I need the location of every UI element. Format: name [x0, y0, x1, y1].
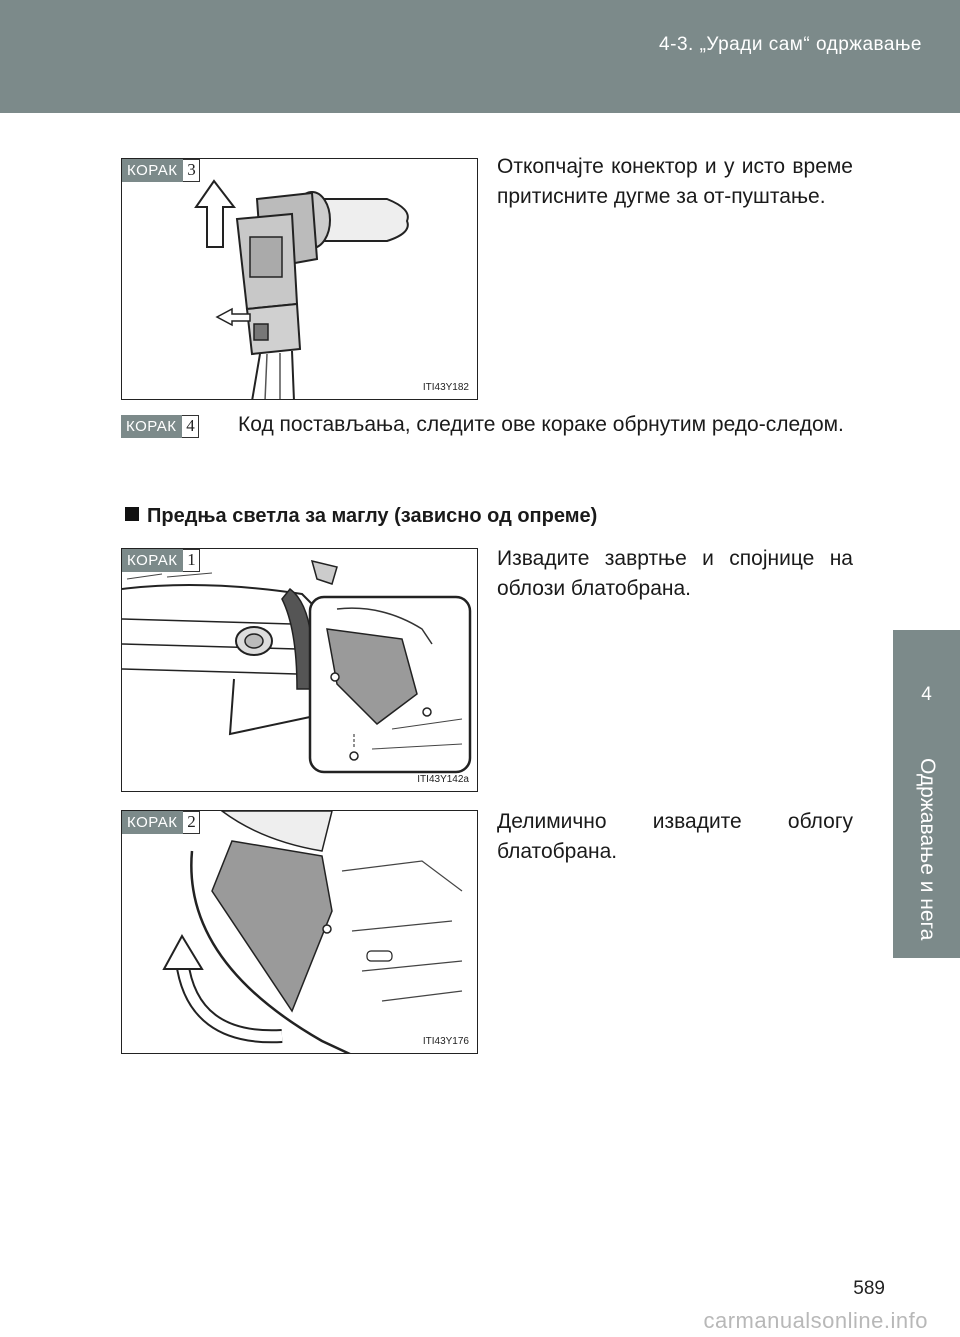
chapter-label: Одржавање и нега [916, 758, 939, 941]
step-4-badge: КОРАК 4 [121, 415, 200, 438]
step-3-text: Откопчајте конектор и у исто време прити… [497, 155, 853, 208]
bulb-connector-illustration [194, 179, 409, 399]
figure-fender-liner: КОРАК 2 ITI43Y176 [121, 810, 478, 1054]
figure-code: ITI43Y182 [422, 382, 469, 393]
step-word: КОРАК [122, 159, 184, 182]
figure-code: ITI43Y142a [417, 774, 469, 785]
page-number: 589 [853, 1278, 885, 1299]
chapter-title: 4-3. „Уради сам“ одржавање [659, 34, 922, 55]
figure-code: ITI43Y176 [422, 1036, 469, 1047]
step-2-badge: КОРАК 2 [122, 811, 201, 834]
step-4-text: Код постављања, следите ове кораке обрну… [238, 413, 844, 436]
step-1-badge: КОРАК 1 [122, 549, 201, 572]
step-word: КОРАК [122, 549, 184, 572]
section-heading-text: Предња светла за маглу (зависно од опрем… [147, 505, 598, 527]
chapter-number: 4 [921, 684, 932, 705]
step-word: КОРАК [122, 811, 184, 834]
step-number: 1 [183, 549, 201, 572]
step-number: 2 [183, 811, 201, 834]
figure-bulb-connector: КОРАК 3 ITI43Y182 [121, 158, 478, 400]
section-heading: Предња светла за маглу (зависно од опрем… [125, 505, 597, 528]
fender-liner-illustration [162, 811, 463, 1053]
watermark: carmanualsonline.info [703, 1308, 928, 1333]
page-header: 4-3. „Уради сам“ одржавање [0, 0, 960, 113]
step-number: 3 [183, 159, 201, 182]
bumper-illustration [122, 559, 472, 774]
square-bullet-icon [125, 507, 139, 521]
step-3-badge: КОРАК 3 [122, 159, 201, 182]
figure-bumper-screws: КОРАК 1 ITI43Y142a [121, 548, 478, 792]
step-2-text: Делимично извадите облогу блатобрана. [497, 810, 853, 863]
step-number: 4 [182, 415, 200, 438]
step-1-text: Извадите завртње и спојнице на облози бл… [497, 547, 853, 600]
chapter-side-tab: 4 Одржавање и нега [893, 630, 960, 958]
step-word: КОРАК [121, 415, 183, 438]
